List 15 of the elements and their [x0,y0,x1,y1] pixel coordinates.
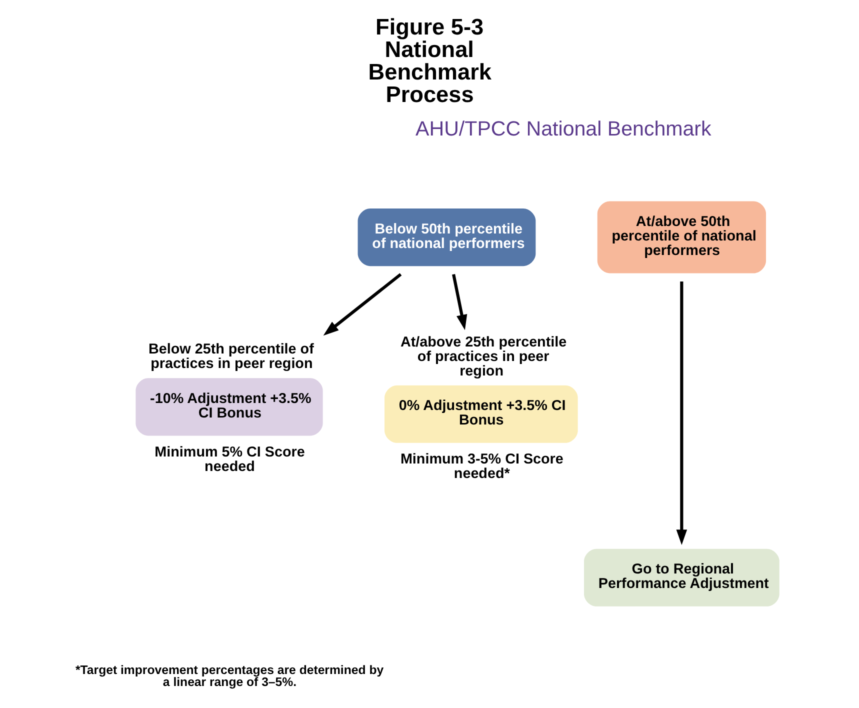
node-label: At/above 25th percentile of practices in peer region [400,334,567,379]
node-box: 0% Adjustment +3.5% CI Bonus [384,384,578,442]
node-box: At/above 50th percentile of national performers [597,200,766,273]
node-box: Below 50th percentile of national performers [358,208,536,266]
node-box: Go to Regional Performance Adjustment [584,548,780,606]
node-label: Minimum 3-5% CI Score needed* [400,451,564,482]
arrow [452,274,468,330]
node-label: Below 25th percentile of practices in peer region [148,341,314,372]
arrow [323,272,402,336]
label: AHU/TPCC National Benchmark [416,116,712,140]
arrow [676,281,688,545]
label: *Target improvement percentages are determined by a linear range of 3–5%. [76,662,384,689]
diagram-title: Figure 5-3 National Benchmark Process [368,14,492,107]
node-label: Minimum 5% CI Score needed [154,444,305,474]
node-box: -10% Adjustment +3.5% CI Bonus [136,378,323,436]
